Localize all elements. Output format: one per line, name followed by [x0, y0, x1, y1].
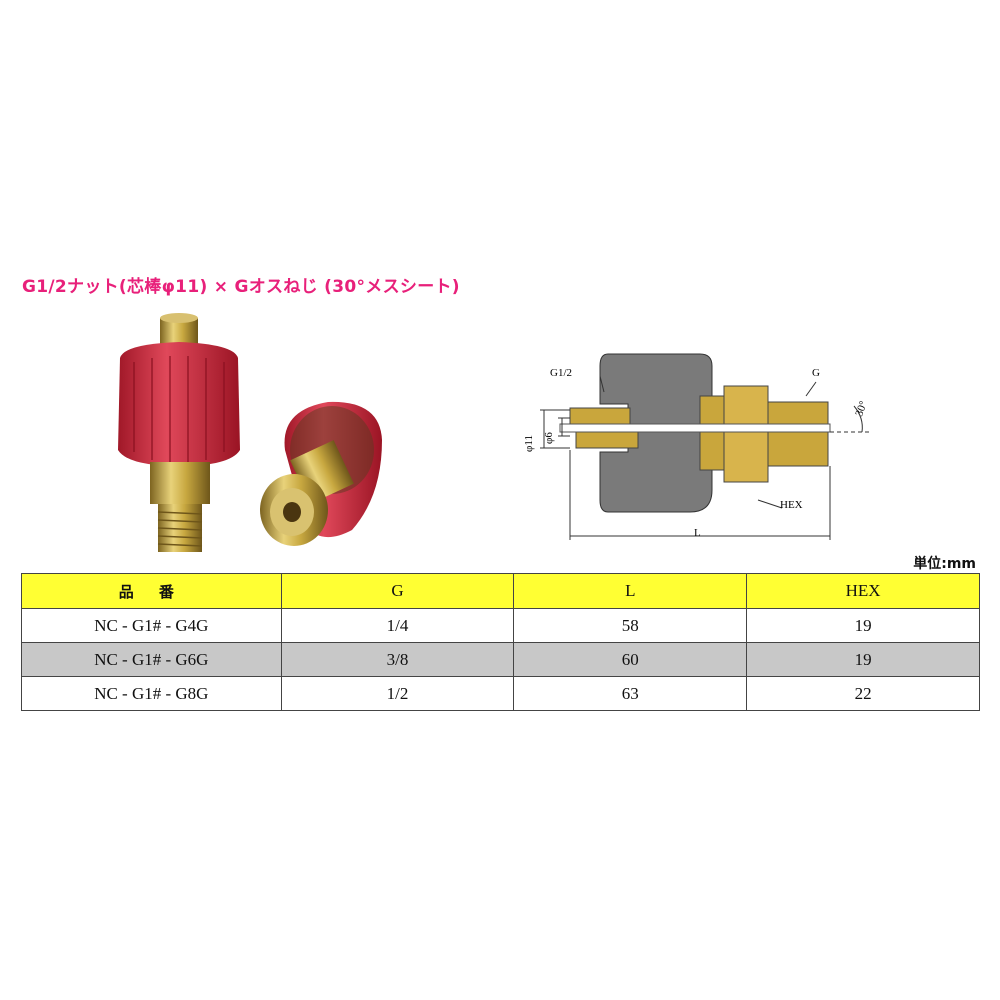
header-hex: HEX	[746, 573, 980, 609]
cell-part: NC - G1# - G4G	[21, 608, 282, 643]
product-photo	[118, 313, 382, 552]
cell-l: 60	[513, 642, 748, 677]
technical-diagram: G1/2 G 30° φ11 φ6 HEX L	[523, 353, 872, 540]
label-g: G	[812, 367, 820, 379]
table-row: NC - G1# - G6G 3/8 60 19	[21, 642, 980, 677]
cell-part: NC - G1# - G6G	[21, 642, 282, 677]
table-header-row: 品 番 G L HEX	[21, 573, 980, 609]
cell-part: NC - G1# - G8G	[21, 676, 282, 711]
label-phi6: φ6	[543, 432, 555, 444]
spec-table: 品 番 G L HEX NC - G1# - G4G 1/4 58 19 NC …	[21, 573, 980, 711]
cell-l: 58	[513, 608, 748, 643]
cell-g: 1/4	[280, 608, 515, 643]
cell-hex: 22	[746, 676, 980, 711]
table-row: NC - G1# - G8G 1/2 63 22	[21, 676, 980, 711]
header-part-number: 品 番	[21, 573, 282, 609]
header-l: L	[513, 573, 748, 609]
cell-hex: 19	[746, 608, 980, 643]
cell-g: 3/8	[280, 642, 515, 677]
table-row: NC - G1# - G4G 1/4 58 19	[21, 608, 980, 643]
unit-label: 単位:mm	[913, 556, 976, 572]
product-title: G1/2ナット(芯棒φ11) × Gオスねじ (30°メスシート)	[22, 277, 460, 297]
label-hex: HEX	[780, 499, 803, 511]
cell-l: 63	[513, 676, 748, 711]
label-phi11: φ11	[523, 435, 535, 452]
header-g: G	[280, 573, 515, 609]
label-l: L	[694, 527, 701, 539]
label-angle: 30°	[853, 399, 870, 418]
cell-hex: 19	[746, 642, 980, 677]
cell-g: 1/2	[280, 676, 515, 711]
label-g12: G1/2	[550, 367, 572, 379]
